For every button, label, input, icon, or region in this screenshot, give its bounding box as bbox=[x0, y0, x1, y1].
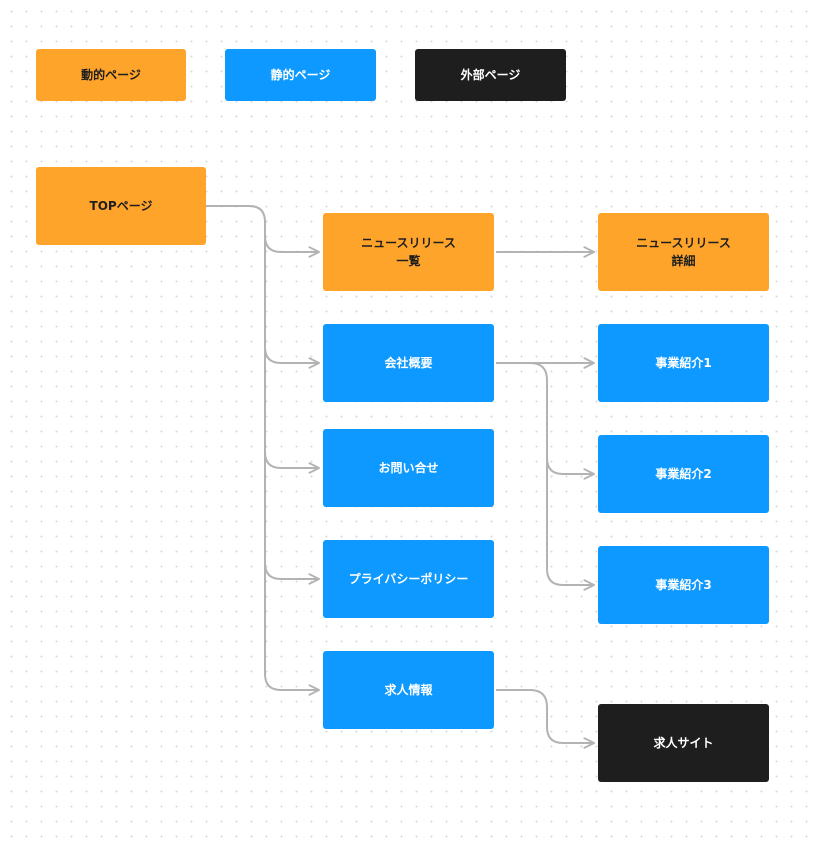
node-news-detail[interactable]: ニュースリリース 詳細 bbox=[598, 213, 769, 291]
node-privacy-policy[interactable]: プライバシーポリシー bbox=[323, 540, 494, 618]
node-company[interactable]: 会社概要 bbox=[323, 324, 494, 402]
connector-top-to-company bbox=[264, 236, 320, 369]
node-business-1[interactable]: 事業紹介1 bbox=[598, 324, 769, 402]
connector-top-to-privacy bbox=[264, 452, 320, 585]
node-business-2[interactable]: 事業紹介2 bbox=[598, 435, 769, 513]
connector-top-to-contact bbox=[264, 347, 320, 474]
node-contact[interactable]: お問い合せ bbox=[323, 429, 494, 507]
connector-recruit-to-site bbox=[496, 689, 595, 749]
node-news-list[interactable]: ニュースリリース 一覧 bbox=[323, 213, 494, 291]
node-recruit[interactable]: 求人情報 bbox=[323, 651, 494, 729]
node-business-3[interactable]: 事業紹介3 bbox=[598, 546, 769, 624]
connector-top-to-recruit bbox=[264, 563, 320, 696]
node-top-page[interactable]: TOPページ bbox=[36, 167, 206, 245]
legend-external-page: 外部ページ bbox=[415, 49, 566, 101]
connector-company-to-business-3 bbox=[546, 458, 595, 591]
node-recruit-site[interactable]: 求人サイト bbox=[598, 704, 769, 782]
connector-top-to-news-list bbox=[206, 205, 320, 258]
legend-dynamic-page: 動的ページ bbox=[36, 49, 186, 101]
legend-static-page: 静的ページ bbox=[225, 49, 376, 101]
connector-company-to-business-2 bbox=[529, 362, 595, 480]
